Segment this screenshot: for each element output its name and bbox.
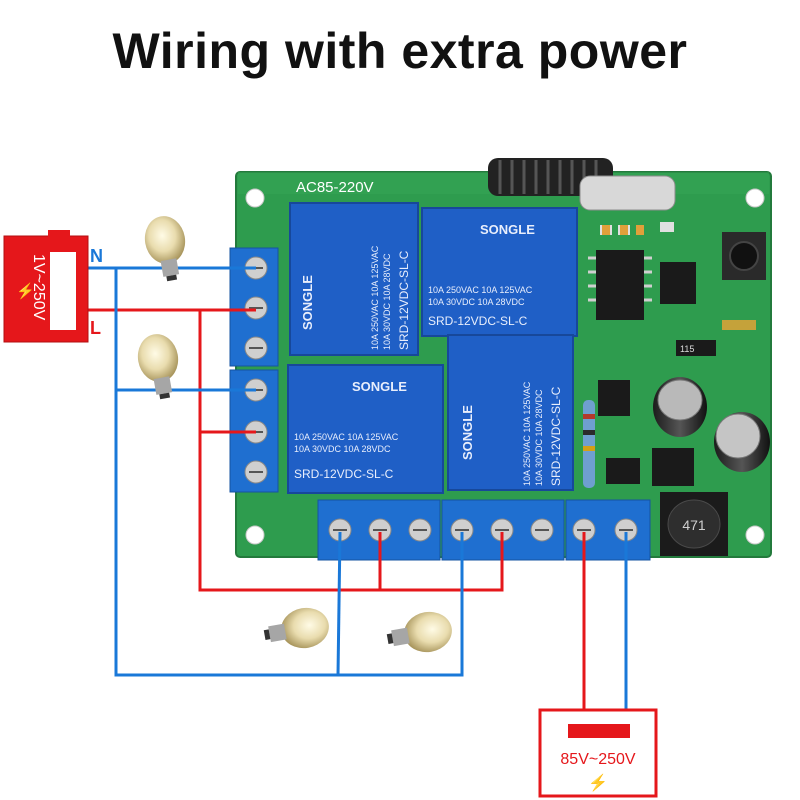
relay-brand: SONGLE — [352, 379, 407, 394]
board-source-label: 85V~250V — [560, 751, 636, 768]
resistor — [583, 400, 595, 488]
relay-rating-2: 10A 30VDC 10A 28VDC — [534, 389, 544, 486]
header-pins — [602, 225, 644, 235]
relay-2: SONGLE 10A 250VAC 10A 125VAC 10A 30VDC 1… — [421, 207, 578, 337]
board-power-source: 85V~250V ⚡ — [538, 708, 658, 798]
relay-rating-2: 10A 30VDC 10A 28VDC — [382, 253, 392, 350]
ic-chip — [660, 262, 696, 304]
relay-3: SONGLE 10A 250VAC 10A 125VAC 10A 30VDC 1… — [287, 364, 444, 494]
smd-chip — [676, 340, 716, 356]
board-voltage-label: AC85-220V — [296, 179, 374, 196]
mounting-hole — [745, 525, 765, 545]
relay-rating-2: 10A 30VDC 10A 28VDC — [294, 444, 391, 454]
relay-rating-2: 10A 30VDC 10A 28VDC — [428, 297, 525, 307]
light-bulb — [263, 607, 329, 649]
relay-model: SRD-12VDC-SL-C — [397, 250, 411, 350]
capacitor — [714, 412, 770, 472]
light-bulb — [137, 334, 179, 400]
lightning-icon: ⚡ — [588, 773, 608, 792]
load-power-source: 1V~250V ⚡ N L — [3, 230, 103, 343]
relay-model: SRD-12VDC-SL-C — [294, 467, 394, 481]
relay-4: SONGLE 10A 250VAC 10A 125VAC 10A 30VDC 1… — [447, 334, 574, 491]
mounting-hole — [245, 188, 265, 208]
inductor: 471 — [660, 492, 728, 556]
relay-model: SRD-12VDC-SL-C — [428, 314, 528, 328]
relay-rating-1: 10A 250VAC 10A 125VAC — [428, 285, 533, 295]
relay-rating-1: 10A 250VAC 10A 125VAC — [370, 245, 380, 350]
page-title: Wiring with extra power — [112, 23, 688, 79]
diode — [722, 320, 756, 330]
load-source-label: 1V~250V — [30, 254, 47, 321]
relay-rating-1: 10A 250VAC 10A 125VAC — [294, 432, 399, 442]
live-label: L — [90, 318, 101, 338]
relay-1: SONGLE 10A 250VAC 10A 125VAC 10A 30VDC 1… — [289, 202, 419, 356]
relay-model: SRD-12VDC-SL-C — [549, 386, 563, 486]
terminal-block-bottom — [317, 499, 651, 561]
pair-button — [722, 232, 766, 280]
bridge-rectifier — [598, 380, 630, 416]
transistor — [606, 458, 640, 484]
light-bulb — [386, 611, 452, 653]
mounting-hole — [245, 525, 265, 545]
regulator — [652, 448, 694, 486]
inductor-label: 471 — [682, 517, 706, 533]
relay-brand: SONGLE — [460, 405, 475, 460]
ic-chip — [588, 250, 652, 320]
live-wires — [70, 308, 586, 712]
relay-brand: SONGLE — [480, 222, 535, 237]
mounting-hole — [745, 188, 765, 208]
neutral-label: N — [90, 246, 103, 266]
capacitor — [653, 377, 707, 437]
crystal — [579, 175, 676, 211]
lightning-icon: ⚡ — [16, 282, 35, 300]
chip-label: 115 — [680, 344, 694, 354]
relay-brand: SONGLE — [300, 275, 315, 330]
terminal-block-left-top — [229, 247, 279, 367]
relay-rating-1: 10A 250VAC 10A 125VAC — [522, 381, 532, 486]
light-bulb — [144, 216, 186, 282]
